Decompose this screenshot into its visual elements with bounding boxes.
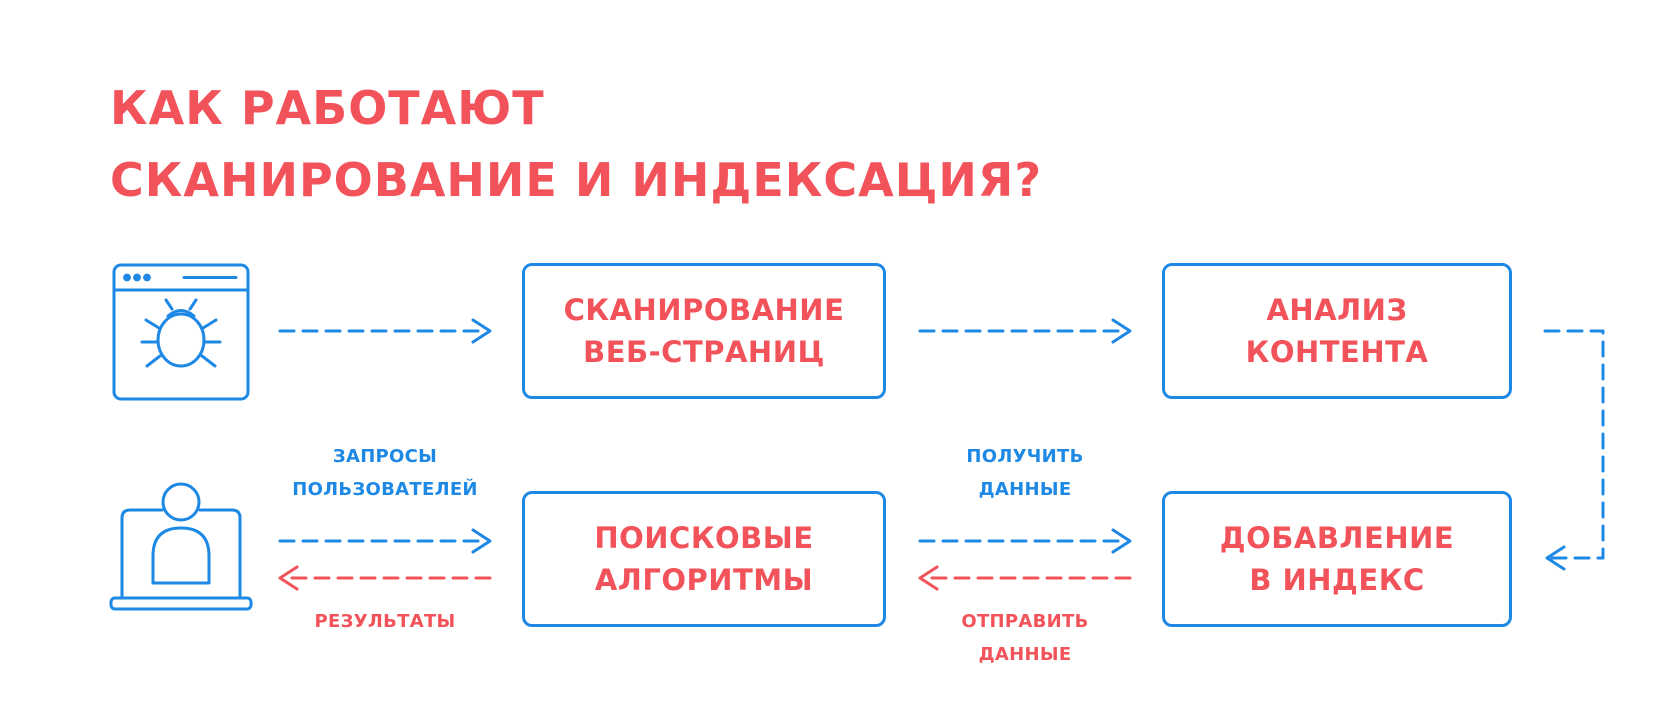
box-search-algorithms: ПОИСКОВЫЕ АЛГОРИТМЫ bbox=[522, 491, 886, 627]
label-send-data: ОТПРАВИТЬ ДАННЫЕ bbox=[935, 605, 1115, 671]
box-crawl-line-2: ВЕБ-СТРАНИЦ bbox=[583, 335, 825, 369]
browser-bug-icon bbox=[112, 263, 250, 401]
label-results: РЕЗУЛЬТАТЫ bbox=[290, 605, 480, 638]
arrow-send-data bbox=[918, 565, 1132, 591]
box-content-analysis: АНАЛИЗ КОНТЕНТА bbox=[1162, 263, 1512, 399]
page-title: КАК РАБОТАЮТ СКАНИРОВАНИЕ И ИНДЕКСАЦИЯ? bbox=[110, 72, 1042, 216]
title-line-1: КАК РАБОТАЮТ bbox=[110, 81, 545, 135]
arrow-user-queries bbox=[278, 528, 492, 554]
label-user-queries-line-2: ПОЛЬЗОВАТЕЛЕЙ bbox=[292, 479, 478, 500]
label-get-data-line-2: ДАННЫЕ bbox=[978, 479, 1072, 500]
title-line-2: СКАНИРОВАНИЕ И ИНДЕКСАЦИЯ? bbox=[110, 153, 1043, 207]
label-user-queries-line-1: ЗАПРОСЫ bbox=[332, 446, 438, 467]
arrow-crawl-to-analyze bbox=[918, 318, 1132, 344]
box-crawl-pages: СКАНИРОВАНИЕ ВЕБ-СТРАНИЦ bbox=[522, 263, 886, 399]
label-results-text: РЕЗУЛЬТАТЫ bbox=[314, 611, 456, 632]
label-get-data-line-1: ПОЛУЧИТЬ bbox=[966, 446, 1084, 467]
arrow-get-data bbox=[918, 528, 1132, 554]
label-send-data-line-1: ОТПРАВИТЬ bbox=[961, 611, 1089, 632]
box-search-line-1: ПОИСКОВЫЕ bbox=[594, 521, 814, 555]
arrow-analyze-to-index bbox=[1543, 329, 1605, 571]
arrow-crawler-to-crawl bbox=[278, 318, 492, 344]
box-add-to-index: ДОБАВЛЕНИЕ В ИНДЕКС bbox=[1162, 491, 1512, 627]
box-crawl-line-1: СКАНИРОВАНИЕ bbox=[563, 293, 845, 327]
label-user-queries: ЗАПРОСЫ ПОЛЬЗОВАТЕЛЕЙ bbox=[270, 440, 500, 506]
box-index-line-1: ДОБАВЛЕНИЕ bbox=[1219, 521, 1455, 555]
box-analyze-line-1: АНАЛИЗ bbox=[1266, 293, 1408, 327]
user-laptop-icon bbox=[109, 482, 253, 611]
box-index-line-2: В ИНДЕКС bbox=[1249, 563, 1425, 597]
arrow-results bbox=[278, 565, 492, 591]
box-analyze-line-2: КОНТЕНТА bbox=[1245, 335, 1429, 369]
label-send-data-line-2: ДАННЫЕ bbox=[978, 644, 1072, 665]
box-search-line-2: АЛГОРИТМЫ bbox=[594, 563, 814, 597]
label-get-data: ПОЛУЧИТЬ ДАННЫЕ bbox=[935, 440, 1115, 506]
